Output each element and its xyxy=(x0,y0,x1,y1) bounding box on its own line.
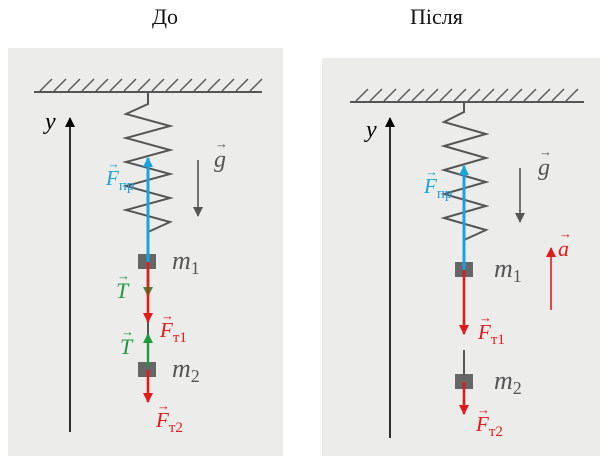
before-gravity-label: g xyxy=(214,137,228,172)
after-spring-force-label: Fпр xyxy=(424,165,452,202)
before-gravity1-label: Fт1 xyxy=(160,309,187,346)
before-gravity2-label: Fт2 xyxy=(156,399,183,436)
after-acceleration-label: a xyxy=(558,227,572,260)
after-mass2-block xyxy=(455,374,473,389)
after-gravity1-label: Fт1 xyxy=(478,311,505,348)
before-tension-bottom-label: T xyxy=(120,325,134,358)
before-spring-force-label: Fпр xyxy=(106,157,134,194)
after-gravity-label: g xyxy=(538,145,552,180)
before-y-axis-label: y xyxy=(45,109,56,135)
caption-after: Після xyxy=(410,4,463,29)
after-y-axis-label: y xyxy=(366,117,377,143)
before-mass2-label: m2 xyxy=(172,354,200,386)
before-mass1-label: m1 xyxy=(172,246,200,278)
after-mass1-label: m1 xyxy=(494,254,522,286)
after-gravity2-label: Fт2 xyxy=(476,403,503,440)
before-ceiling xyxy=(34,78,263,93)
caption-before: До xyxy=(152,4,179,29)
panel-after-background xyxy=(322,58,600,456)
before-mass2-block xyxy=(138,362,156,377)
panel-before-background xyxy=(8,48,283,456)
after-mass2-label: m2 xyxy=(494,366,522,398)
before-tension-top-label: T xyxy=(116,269,130,302)
after-ceiling xyxy=(350,88,584,103)
